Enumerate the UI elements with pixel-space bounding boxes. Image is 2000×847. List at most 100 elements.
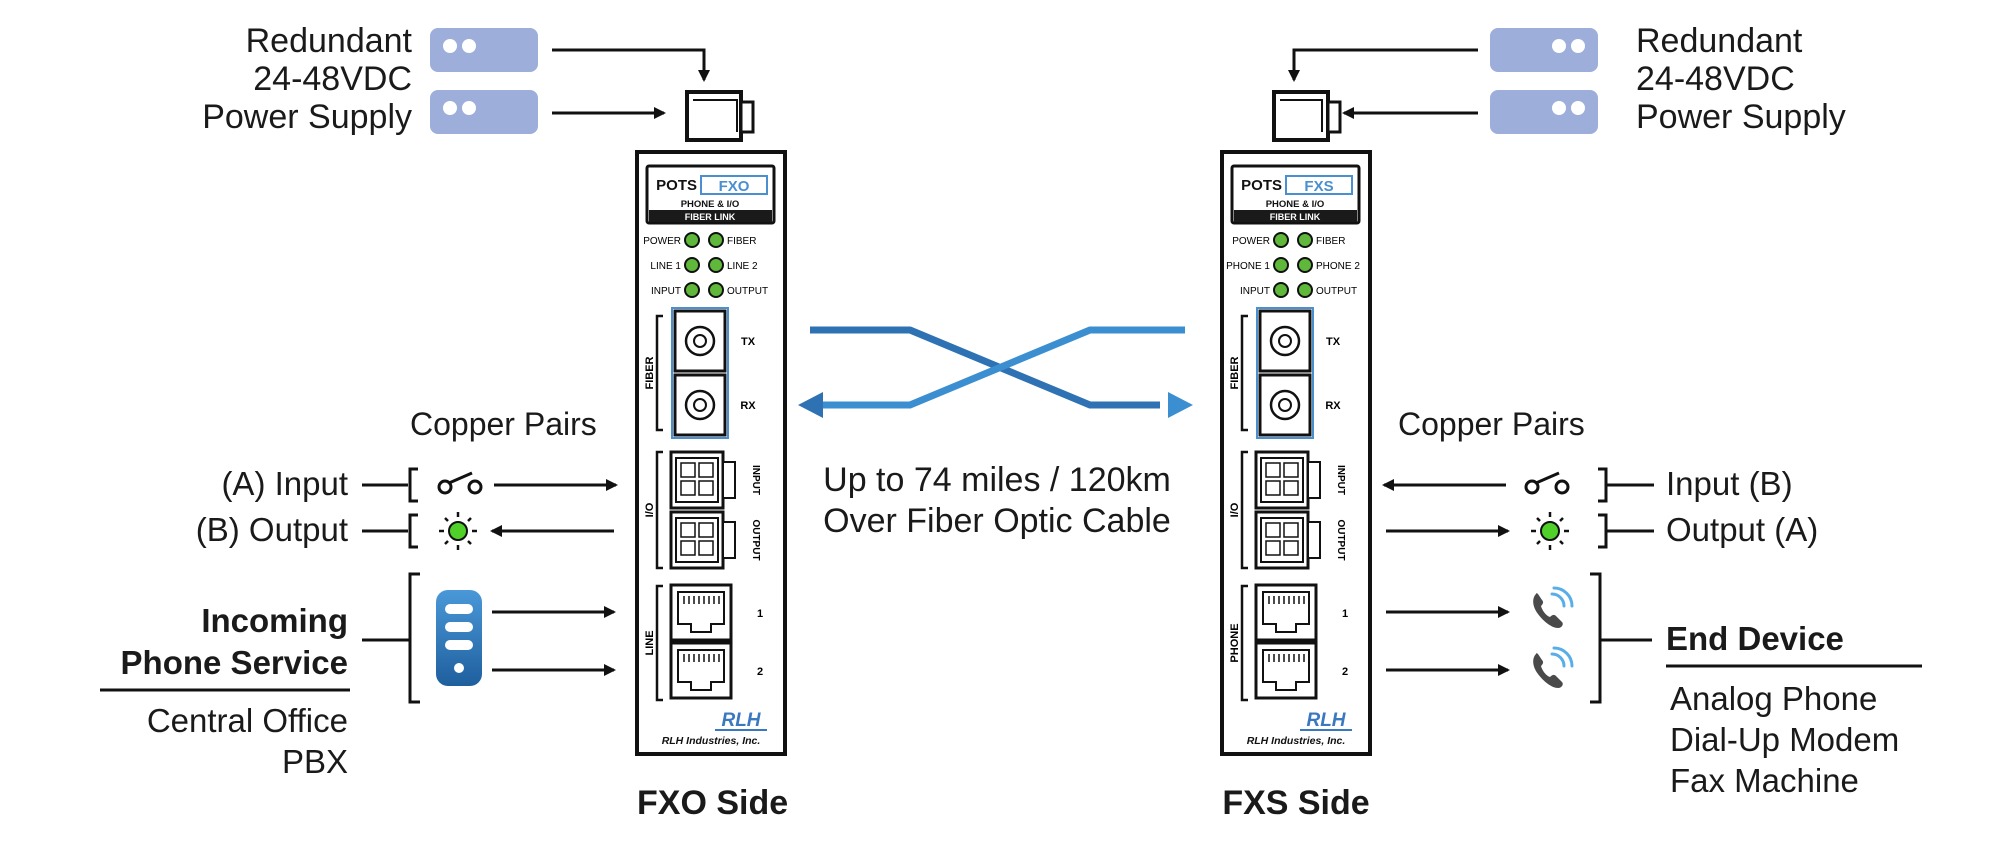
fiber-caption-line1: Up to 74 miles / 120km xyxy=(823,461,1171,499)
fiber-port-tx[interactable] xyxy=(673,309,727,373)
server-icon xyxy=(436,590,482,686)
brand-line2: FIBER LINK xyxy=(685,212,736,222)
led-power xyxy=(1273,232,1289,248)
left-psu-label: Redundant 24-48VDC Power Supply xyxy=(202,22,412,136)
fiber-port-tx[interactable] xyxy=(1258,309,1312,373)
brand-badge: POTS FXS PHONE & I/O FIBER LINK xyxy=(1230,164,1361,225)
brand-line2: FIBER LINK xyxy=(1270,212,1321,222)
fxo-device: POTS FXO PHONE & I/O FIBER LINK POWER FI… xyxy=(635,90,787,756)
led-label-line1: LINE 1 xyxy=(650,261,681,272)
power-connector xyxy=(1272,90,1342,142)
io-input-terminal[interactable] xyxy=(1254,450,1321,510)
end-device-subtitle: Analog Phone Dial-Up Modem Fax Machine xyxy=(1670,678,1899,801)
rj-jack-1[interactable] xyxy=(669,583,733,642)
switch-icon xyxy=(437,471,483,495)
end-device-title: End Device xyxy=(1666,620,1844,657)
jack-group-label: LINE xyxy=(644,630,656,655)
fiber-port-rx[interactable] xyxy=(673,373,727,437)
maker-label: RLH Industries, Inc. xyxy=(662,735,761,747)
left-psu-line2: 24-48VDC xyxy=(253,60,412,98)
led-indicator-icon xyxy=(439,512,477,550)
rj-jack-2[interactable] xyxy=(669,641,733,700)
right-psu-line1: Redundant xyxy=(1636,22,1803,60)
led-label-input: INPUT xyxy=(651,286,681,297)
right-psu-line2: 24-48VDC xyxy=(1636,60,1795,98)
rj-jack-1[interactable] xyxy=(1254,583,1318,642)
io-group-label: I/O xyxy=(644,502,656,517)
phone-icon xyxy=(1533,646,1574,688)
brand-left: POTS xyxy=(1241,177,1282,194)
led-phone1 xyxy=(1273,257,1289,273)
psu-left-bottom xyxy=(430,90,538,134)
service-title-line2: Phone Service xyxy=(120,644,348,681)
left-input-label: (A) Input xyxy=(221,465,348,502)
fiber-port-rx[interactable] xyxy=(1258,373,1312,437)
fxo-side-label: FXO Side xyxy=(637,784,789,822)
psu-right-top xyxy=(1490,28,1598,72)
rlh-logo: RLH RLH Industries, Inc. xyxy=(1247,710,1352,747)
led-output xyxy=(1297,282,1313,298)
jack-group-label: PHONE xyxy=(1229,623,1241,662)
led-line2 xyxy=(708,257,724,273)
service-subtitle: Central Office PBX xyxy=(147,700,348,782)
end-device-sub-line1: Analog Phone xyxy=(1670,680,1878,717)
right-output-label: Output (A) xyxy=(1666,511,1819,548)
jack-2-label: 2 xyxy=(1342,666,1348,678)
led-label-output: OUTPUT xyxy=(1316,286,1357,297)
io-output-terminal[interactable] xyxy=(1254,510,1321,570)
led-label-phone1: PHONE 1 xyxy=(1226,261,1270,272)
io-output-label: OUTPUT xyxy=(1335,519,1346,560)
phone-service-bracket xyxy=(362,572,420,704)
svg-text:RLH: RLH xyxy=(1306,710,1346,731)
end-device-sub-line2: Dial-Up Modem xyxy=(1670,721,1900,758)
io-terminal-group: I/O INPUT OUTPUT xyxy=(1229,450,1346,570)
rj-jack-2[interactable] xyxy=(1254,641,1318,700)
fiber-arrow-left xyxy=(798,392,823,418)
input-bracket xyxy=(362,467,418,503)
fiber-port-group: FIBER TX RX xyxy=(644,307,756,439)
right-psu-line3: Power Supply xyxy=(1636,98,1846,136)
jack-2-label: 2 xyxy=(757,666,763,678)
fiber-rx-label: RX xyxy=(740,400,756,412)
maker-label: RLH Industries, Inc. xyxy=(1247,735,1346,747)
left-io-connections xyxy=(362,467,618,704)
io-input-terminal[interactable] xyxy=(669,450,736,510)
right-io-connections xyxy=(1382,467,1654,704)
fxs-side-label: FXS Side xyxy=(1222,784,1370,822)
led-label-line2: LINE 2 xyxy=(727,261,758,272)
arrow-psu-right-top xyxy=(1288,48,1478,82)
power-connector xyxy=(685,90,755,142)
io-input-label: INPUT xyxy=(750,465,761,495)
right-input-label: Input (B) xyxy=(1666,465,1793,502)
svg-text:RLH: RLH xyxy=(721,710,761,731)
led-label-fiber: FIBER xyxy=(1316,236,1345,247)
led-label-fiber: FIBER xyxy=(727,236,756,247)
led-label-input: INPUT xyxy=(1240,286,1270,297)
io-output-terminal[interactable] xyxy=(669,510,736,570)
fiber-rx-label: RX xyxy=(1325,400,1341,412)
led-phone2 xyxy=(1297,257,1313,273)
rlh-logo: RLH RLH Industries, Inc. xyxy=(662,710,767,747)
led-indicator-icon xyxy=(1531,512,1569,550)
led-output xyxy=(708,282,724,298)
right-psu-label: Redundant 24-48VDC Power Supply xyxy=(1636,22,1846,136)
io-terminal-group: I/O INPUT OUTPUT xyxy=(644,450,761,570)
input-bracket xyxy=(1598,467,1654,503)
output-bracket xyxy=(1598,513,1654,549)
brand-left: POTS xyxy=(656,177,697,194)
brand-badge: POTS FXO PHONE & I/O FIBER LINK xyxy=(645,164,776,225)
fxs-device: POTS FXS PHONE & I/O FIBER LINK POWER FI… xyxy=(1220,90,1372,756)
service-sub-line2: PBX xyxy=(281,743,348,780)
jack-1-label: 1 xyxy=(757,608,763,620)
fiber-arrow-right xyxy=(1168,392,1193,418)
fiber-tx-label: TX xyxy=(1326,336,1341,348)
fiber-group-label: FIBER xyxy=(644,356,656,389)
phone-icon xyxy=(1533,586,1574,628)
led-input xyxy=(684,282,700,298)
end-device-bracket xyxy=(1590,572,1652,704)
right-copper-pairs-label: Copper Pairs xyxy=(1398,406,1585,442)
jack-1-label: 1 xyxy=(1342,608,1348,620)
service-title-line1: Incoming xyxy=(201,602,348,639)
fiber-port-group: FIBER TX RX xyxy=(1229,307,1341,439)
